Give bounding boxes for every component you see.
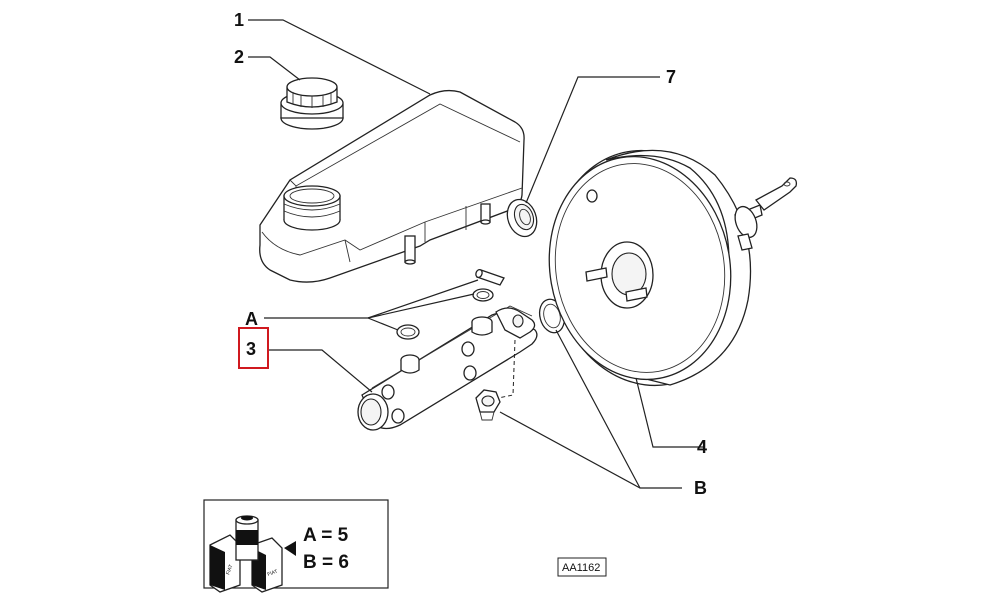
callout-b: B	[694, 478, 707, 498]
callout-3: 3	[246, 339, 256, 359]
legend-b-equals: B = 6	[303, 552, 349, 573]
can-label-left: FIAT	[225, 564, 234, 576]
callout-a: A	[245, 309, 258, 329]
callout-1: 1	[234, 10, 244, 30]
mounting-nut[interactable]	[475, 389, 501, 421]
callout-3-highlight-box	[238, 327, 269, 369]
callout-7: 7	[666, 67, 676, 87]
reference-code-box: AA1162	[557, 557, 607, 577]
o-ring-lower[interactable]	[396, 324, 420, 340]
legend-a-equals: A = 5	[303, 525, 349, 546]
brake-booster[interactable]	[532, 135, 798, 401]
seal-grommet[interactable]	[502, 195, 541, 240]
reference-code: AA1162	[562, 562, 600, 574]
callout-4: 4	[697, 437, 707, 457]
reservoir-cap[interactable]	[280, 77, 344, 130]
callout-2: 2	[234, 47, 244, 67]
leader-lines	[248, 19, 705, 489]
lubricant-cans-icon: FIAT FIAT	[209, 515, 296, 593]
can-label-right: FIAT	[267, 569, 279, 578]
master-cylinder[interactable]	[357, 305, 538, 431]
legend-box: FIAT FIAT A = 5 B = 6	[203, 499, 389, 593]
reservoir-pin[interactable]	[475, 268, 505, 286]
o-ring-upper[interactable]	[472, 288, 494, 302]
